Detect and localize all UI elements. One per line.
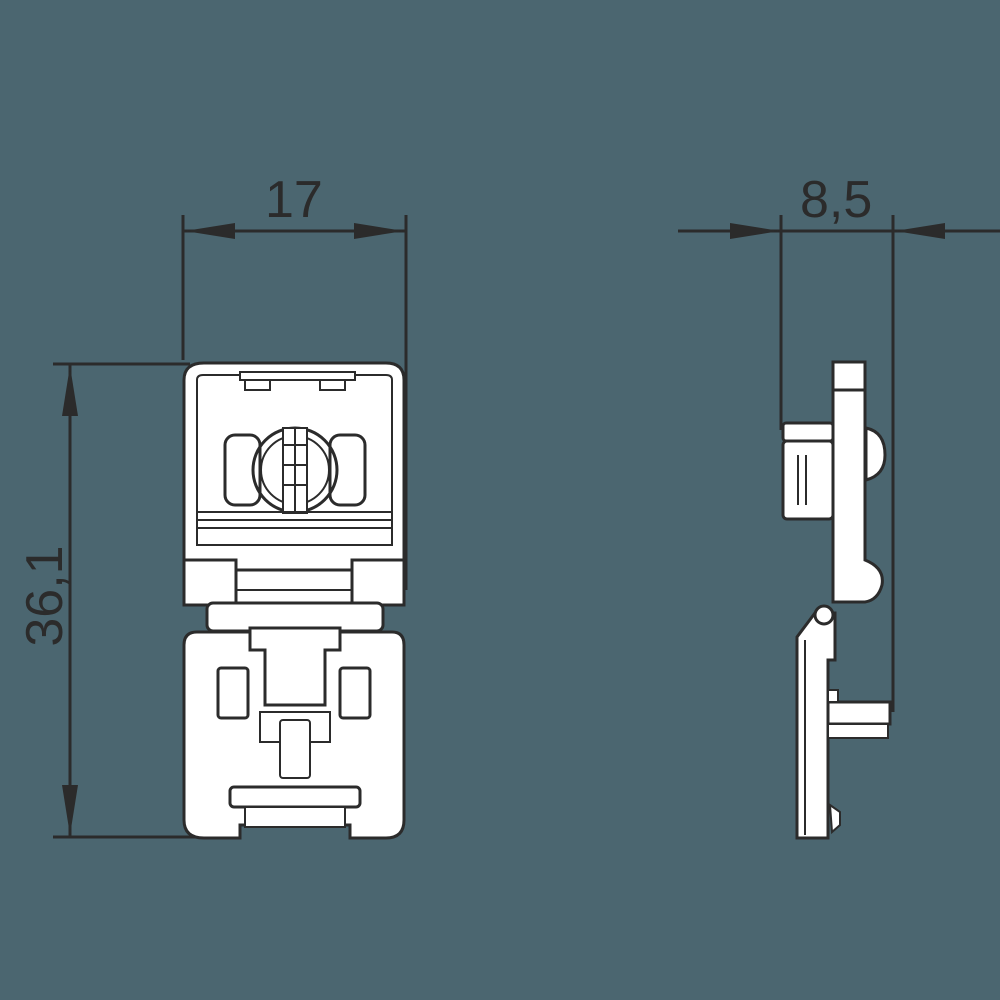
- height-dimension-lines: [53, 362, 200, 839]
- front-view: [182, 361, 406, 840]
- arrow-right-icon: [730, 223, 780, 239]
- side-view: [781, 360, 892, 840]
- arrow-left-icon: [185, 223, 235, 239]
- arrow-down-icon: [62, 785, 78, 835]
- depth-dimension-label: 8,5: [800, 171, 873, 229]
- arrow-left-icon: [895, 223, 945, 239]
- height-dimension-label: 36,1: [16, 545, 74, 647]
- width-dimension-label: 17: [265, 171, 323, 229]
- arrow-right-icon: [354, 223, 404, 239]
- arrow-up-icon: [62, 366, 78, 416]
